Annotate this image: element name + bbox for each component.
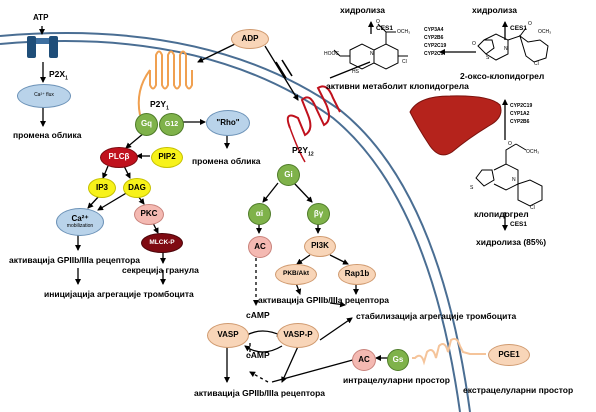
atom-s-oxo: S <box>486 55 490 61</box>
p2y1-tail <box>137 69 151 116</box>
metabolism-arrows <box>368 21 508 231</box>
gi-node: Gi <box>277 164 300 186</box>
rap1b-node: Rap1b <box>338 264 376 285</box>
atom-cl3: Cl <box>530 205 535 211</box>
ca-mobilization-text: Ca²⁺ <box>71 214 89 224</box>
atom-och3-2: OCH₃ <box>538 29 552 35</box>
activation-label-3: активација GPIIb/IIIa рецептора <box>194 388 326 398</box>
intracellular-label: интрацелуларни простор <box>343 375 450 385</box>
dag-node: DAG <box>123 178 151 198</box>
plcb-node: PLCβ <box>100 147 138 168</box>
pge1-receptor <box>412 337 486 366</box>
ces1-label-c: CES1 <box>510 221 527 228</box>
ca-mobilization-subtext: mobilization <box>66 222 94 229</box>
ca-mobilization-node: Ca²⁺ mobilization <box>56 208 104 236</box>
p2y12-subscript: 12 <box>308 151 314 158</box>
atom-o2: O <box>528 21 532 27</box>
initiation-label: иницијација агрегације тромбоцита <box>44 289 194 299</box>
shape-change-label-2: промена облика <box>192 156 261 166</box>
activation-label-2: активација GPIIb/IIIa рецептора <box>258 295 390 305</box>
ip3-node: IP3 <box>88 178 116 198</box>
granule-secretion-label: секреција гранула <box>122 265 199 275</box>
p2y1-label: P2Y1 <box>150 100 169 112</box>
cyp-1-2: CYP2C19 <box>424 43 447 49</box>
atom-o-oxo: O <box>472 41 476 47</box>
p2y1-text: P2Y <box>150 99 167 109</box>
beta-gamma-node: βγ <box>307 203 330 225</box>
extracellular-label: екстрацелуларни простор <box>463 385 574 395</box>
atom-cl1: Cl <box>402 59 407 65</box>
mlck-node: MLCK-P <box>141 233 183 253</box>
p2y1-receptor <box>149 50 193 90</box>
p2y1-subscript: 1 <box>166 105 169 112</box>
ca-flux-node: Ca²⁺ flux <box>17 84 71 108</box>
liver-icon <box>409 95 502 156</box>
gs-node: Gs <box>387 349 409 371</box>
atom-n2: N <box>504 46 508 52</box>
pge1-node: PGE1 <box>488 344 530 366</box>
p2y12-label: P2Y12 <box>292 146 314 158</box>
ac-node-2: AC <box>352 349 376 371</box>
pip2-node: PIP2 <box>151 147 183 168</box>
hydrolysis-label-1: хидролиза <box>340 5 385 15</box>
p2x1-text: P2X <box>49 69 66 79</box>
gq-node: Gq <box>135 113 158 136</box>
cyp-1-0: CYP3A4 <box>424 27 444 33</box>
atom-n1: N <box>370 51 374 57</box>
hydrolysis-85-label: хидролиза (85%) <box>476 237 547 247</box>
cyp-2-2: CYP2B6 <box>510 119 530 125</box>
atom-och3-1: OCH₃ <box>397 29 411 35</box>
adp-node: ADP <box>231 29 269 49</box>
center-pathway-arrows <box>224 182 392 383</box>
hydrolysis-label-2: хидролиза <box>472 5 517 15</box>
stabilization-label: стабилизација агрегације тромбоцита <box>356 311 517 321</box>
active-metabolite-label: активни метаболит клопидогрела <box>326 81 469 91</box>
g12-node: G12 <box>159 113 184 136</box>
atom-hooc: HOOC <box>324 51 339 57</box>
p2y12-tail <box>289 127 306 163</box>
chemical-structures <box>333 23 549 207</box>
ac-node: AC <box>248 236 272 258</box>
activation-label-1: активација GPIIb/IIIa рецептора <box>9 255 141 265</box>
atom-n3: N <box>512 177 516 183</box>
pkb-akt-node: PKB/Akt <box>275 264 317 285</box>
rho-node: "Rho" <box>206 110 250 136</box>
clopidogrel-label: клопидогрел <box>474 209 529 219</box>
cyp-2-1: CYP1A2 <box>510 111 530 117</box>
cyp-1-3: CYP2C9 <box>424 51 444 57</box>
cyp-2-0: CYP2C19 <box>510 103 533 109</box>
left-pathway-arrows <box>39 26 230 285</box>
atom-s3: S <box>470 185 474 191</box>
p2y12-text: P2Y <box>292 145 309 155</box>
cyp-1-1: CYP2B6 <box>424 35 444 41</box>
oxo-clopidogrel-label: 2-оксо-клопидогрел <box>460 71 545 81</box>
atom-o1: O <box>376 19 380 25</box>
atom-och3-3: OCH₃ <box>526 149 540 155</box>
atom-hs: HS <box>352 69 359 75</box>
vasp-p-node: VASP-P <box>277 323 319 348</box>
p2y12-receptor <box>286 85 341 137</box>
atom-cl2: Cl <box>534 61 539 67</box>
camp-top-label: cAMP <box>246 310 270 320</box>
atom-o3: O <box>508 141 512 147</box>
vasp-node: VASP <box>207 323 249 348</box>
atp-label: ATP <box>33 13 49 22</box>
alpha-i-node: αi <box>248 203 271 225</box>
p2x1-subscript: 1 <box>65 75 68 82</box>
p2x1-channel <box>27 36 58 58</box>
ces1-label-a: CES1 <box>376 25 393 32</box>
pi3k-node: PI3K <box>304 236 336 257</box>
adp-arrows <box>197 43 371 101</box>
block-sign <box>275 59 293 79</box>
shape-change-label-1: промена облика <box>13 130 82 140</box>
camp-bottom-label: cAMP <box>246 350 270 360</box>
p2x1-label: P2X1 <box>49 70 68 82</box>
pkc-node: PKC <box>134 204 164 225</box>
ces1-label-b: CES1 <box>510 25 527 32</box>
